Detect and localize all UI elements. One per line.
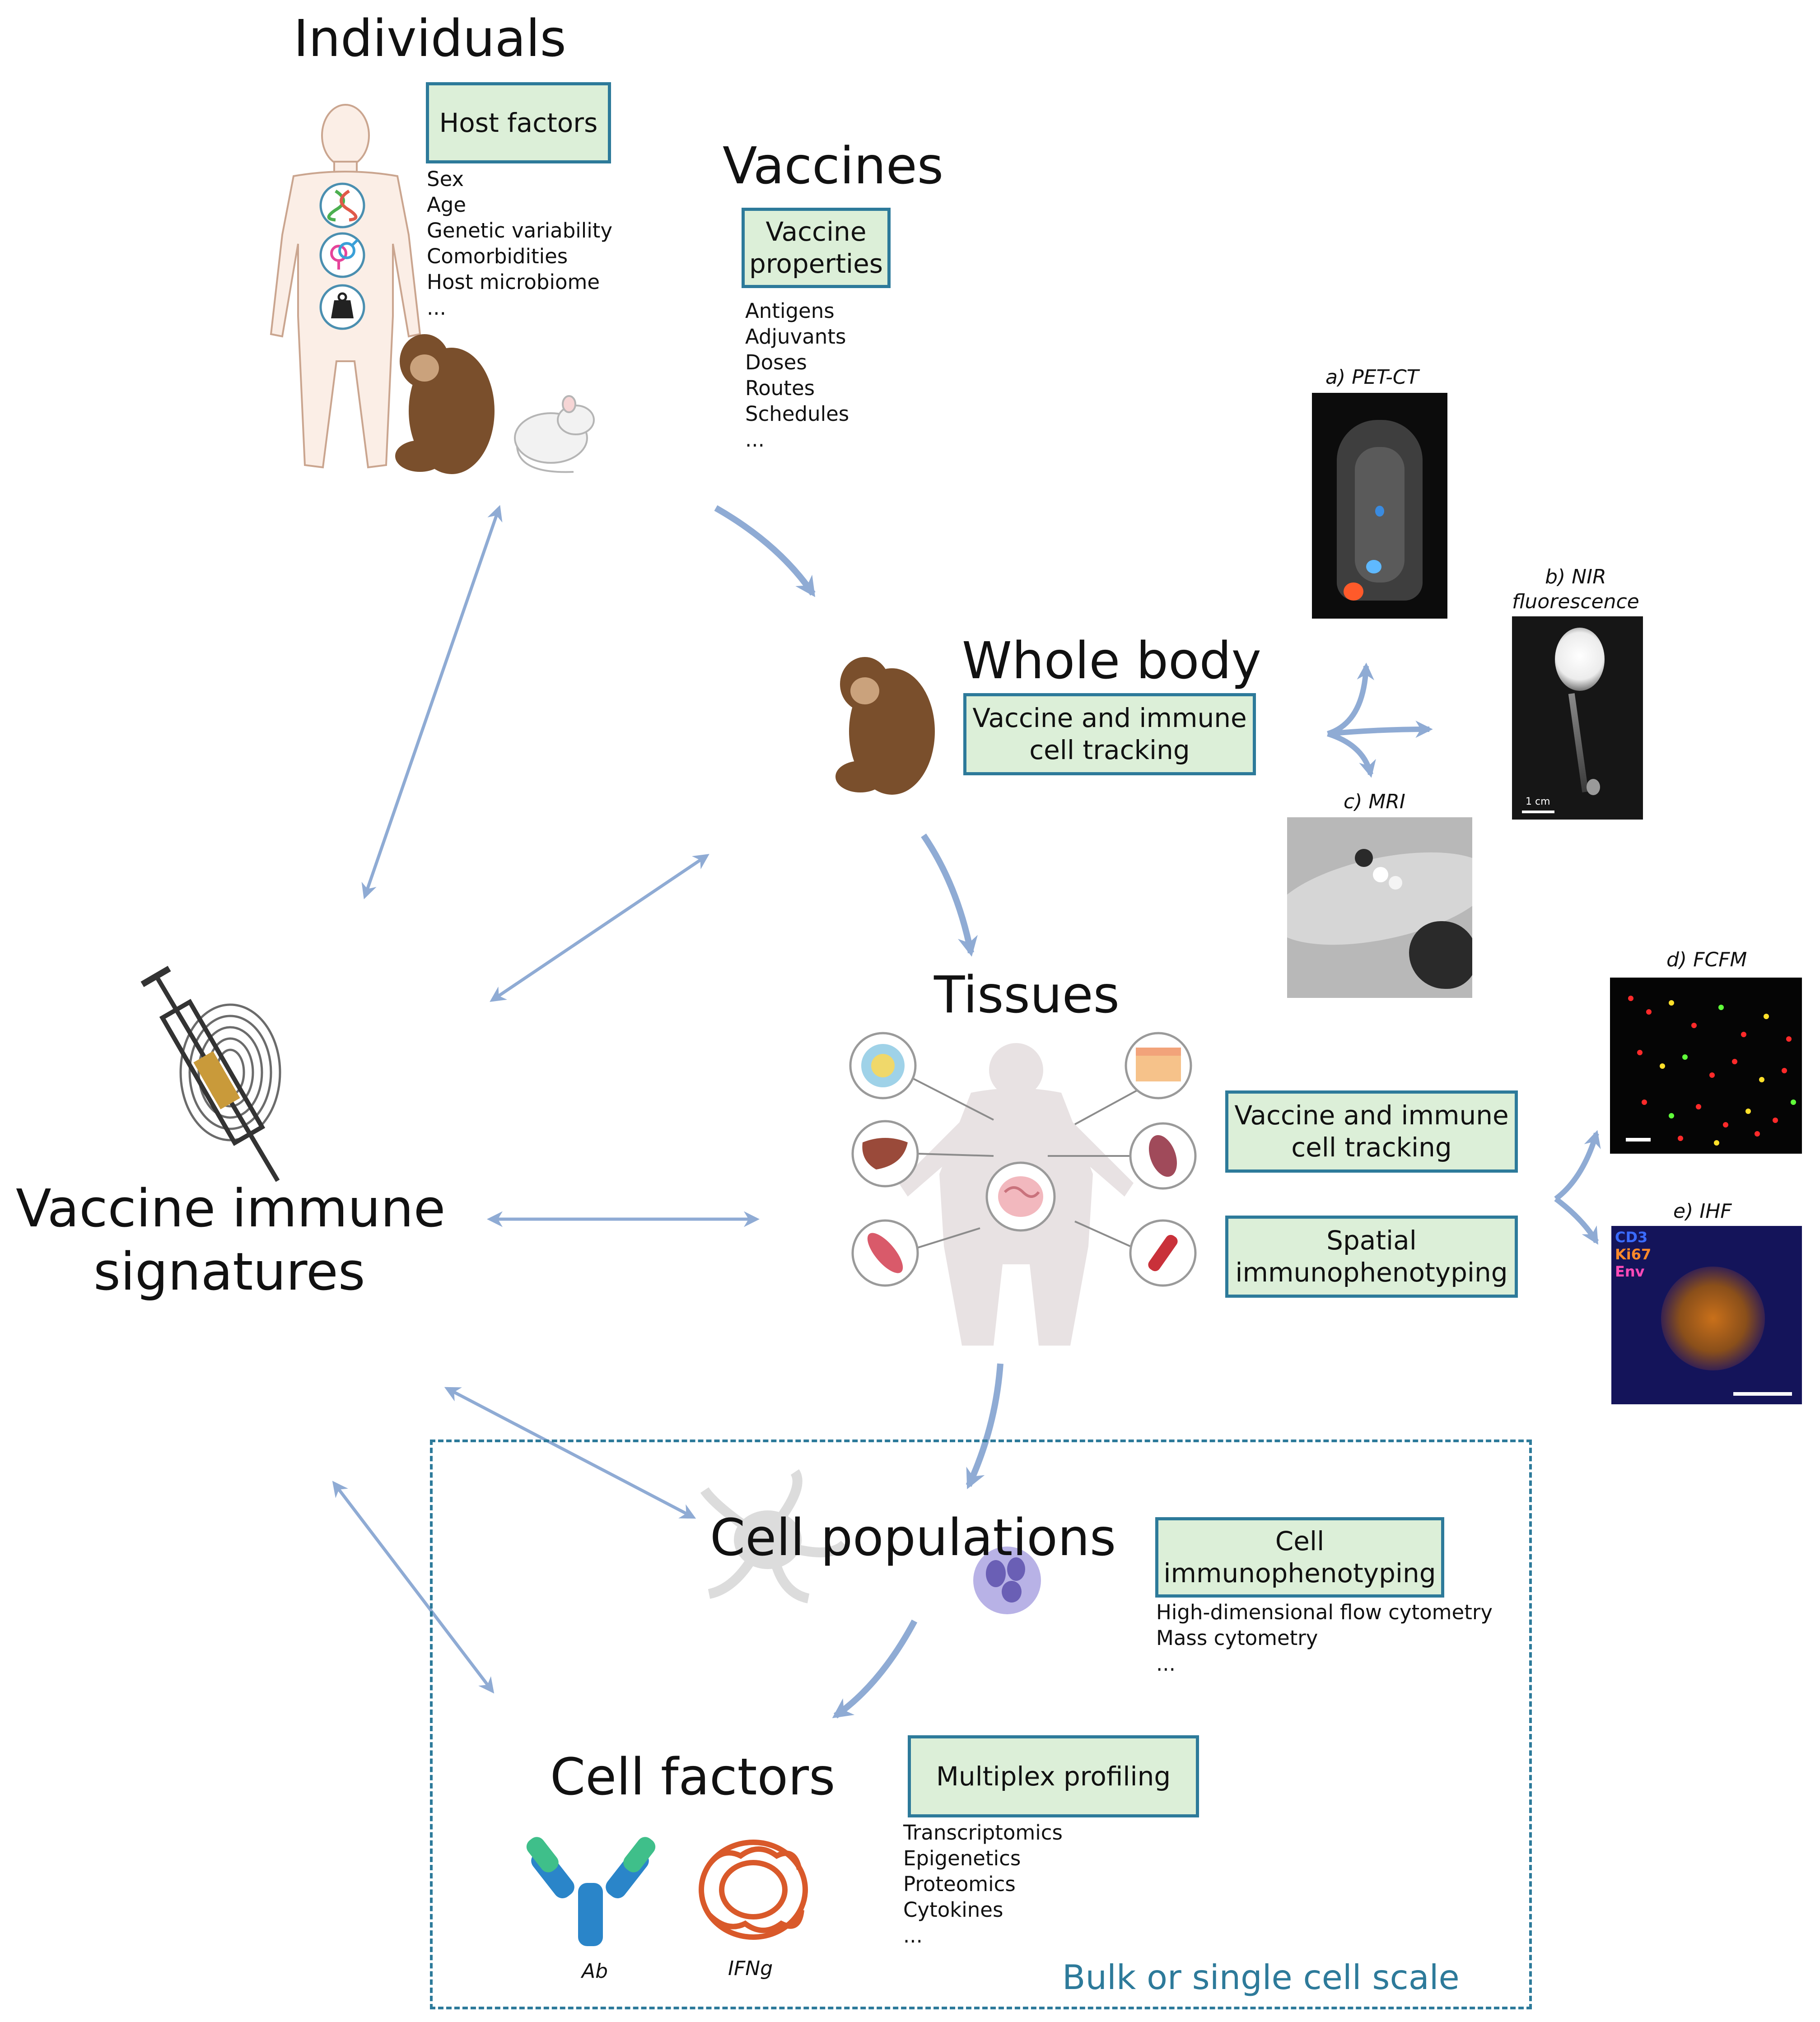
profiling-item: Cytokines [903, 1898, 1003, 1922]
cell-method-item: Mass cytometry [1156, 1626, 1318, 1650]
cell-immunophenotyping-box: Cell immunophenotyping [1155, 1517, 1444, 1598]
bulk-single-cell-region [430, 1440, 1532, 2009]
nir-caption-line2: fluorescence [1512, 590, 1639, 613]
chimpanzee-illustration [395, 334, 495, 474]
signatures-title-line2: signatures [93, 1242, 365, 1302]
intestine-icon [985, 1161, 1056, 1232]
arrow-cellpop-signatures [444, 1387, 696, 1519]
nir-scale-bar [1522, 811, 1554, 813]
dendritic-cell-illustration [700, 1469, 848, 1603]
ihf-legend: CD3 Ki67 Env [1615, 1229, 1651, 1280]
petct-caption: a) PET-CT [1325, 366, 1419, 389]
ihf-legend-env: Env [1615, 1263, 1645, 1280]
nir-scale-label: 1 cm [1526, 796, 1550, 807]
vaccine-property-item: Adjuvants [745, 325, 846, 349]
arrow-tissues-cellpop [966, 1363, 1003, 1490]
arrow-cellpop-cellfactors [832, 1619, 918, 1719]
arrow-fork-fcfm [1554, 1130, 1601, 1201]
dna-icon [319, 182, 365, 228]
multiplex-profiling-list: Transcriptomics Epigenetics Proteomics C… [903, 1820, 1063, 1948]
whole-body-title: Whole body [962, 632, 1261, 690]
antibody-illustration [526, 1837, 656, 1946]
cell-method-item: High-dimensional flow cytometry [1156, 1600, 1493, 1624]
host-factor-item: ... [427, 296, 446, 320]
host-factor-item: Genetic variability [427, 219, 613, 242]
bulk-single-cell-label: Bulk or single cell scale [1062, 1957, 1460, 1997]
host-factor-item: Sex [427, 167, 464, 191]
arrow-fork-ihf [1554, 1197, 1599, 1245]
weight-icon [319, 284, 365, 330]
arrow-fork-mri [1327, 731, 1376, 778]
nir-caption: b) NIR fluorescence [1512, 564, 1639, 614]
fcfm-caption: d) FCFM [1666, 948, 1747, 971]
vaccine-property-item: Schedules [745, 402, 849, 426]
cell-populations-title: Cell populations [710, 1509, 1116, 1567]
fcfm-scale-bar [1626, 1138, 1651, 1141]
profiling-item: Transcriptomics [903, 1821, 1063, 1845]
ihf-scale-bar [1733, 1392, 1792, 1396]
host-factors-box: Host factors [426, 82, 611, 163]
whole-body-tracking-box: Vaccine and immune cell tracking [963, 693, 1256, 775]
arrow-vaccines-wholebody [714, 505, 816, 597]
tissues-title: Tissues [934, 966, 1120, 1025]
ifng-protein-illustration [699, 1840, 808, 1940]
host-factor-item: Host microbiome [427, 270, 600, 294]
arrow-fork-petct [1327, 662, 1374, 736]
arrow-fork-nir [1327, 720, 1433, 738]
multiplex-profiling-box: Multiplex profiling [908, 1735, 1199, 1817]
ihf-legend-cd3: CD3 [1615, 1229, 1648, 1246]
spatial-immunophenotyping-box: Spatial immunophenotyping [1225, 1216, 1518, 1298]
vaccine-property-item: Antigens [745, 299, 835, 323]
vaccine-property-item: ... [745, 428, 765, 452]
nir-caption-line1: b) NIR [1545, 565, 1606, 588]
arrow-individuals-signatures [361, 505, 503, 899]
antibody-label: Ab [582, 1960, 608, 1983]
cell-factors-title: Cell factors [550, 1748, 835, 1807]
ifng-label: IFNg [728, 1957, 773, 1980]
neutrophil-illustration [973, 1547, 1041, 1614]
mri-caption: c) MRI [1344, 790, 1405, 813]
profiling-item: Proteomics [903, 1872, 1016, 1896]
arrow-cellfactors-signatures [332, 1481, 495, 1694]
lymph-node-icon [849, 1032, 917, 1100]
liver-icon [851, 1120, 919, 1188]
arrow-wholebody-tissues [921, 834, 978, 957]
chimpanzee-wholebody-illustration [835, 657, 935, 795]
profiling-item: ... [903, 1924, 923, 1947]
arrow-wholebody-signatures [490, 854, 709, 1002]
ihf-caption: e) IHF [1673, 1200, 1732, 1223]
ihf-legend-ki67: Ki67 [1615, 1246, 1652, 1263]
blood-tube-icon [1129, 1219, 1197, 1287]
skin-icon [1125, 1032, 1192, 1100]
tissues-tracking-box: Vaccine and immune cell tracking [1225, 1090, 1518, 1173]
nir-image: 1 cm [1512, 616, 1643, 820]
muscle-icon [851, 1219, 919, 1287]
profiling-item: Epigenetics [903, 1846, 1021, 1870]
vaccine-property-item: Routes [745, 376, 815, 400]
host-factor-item: Age [427, 193, 467, 217]
cell-method-item: ... [1156, 1652, 1176, 1676]
spleen-icon [1129, 1122, 1197, 1190]
fcfm-image [1610, 978, 1802, 1154]
petct-image [1312, 393, 1447, 619]
vaccine-properties-list: Antigens Adjuvants Doses Routes Schedule… [745, 298, 849, 452]
signatures-title-line1: Vaccine immune [16, 1179, 446, 1239]
mouse-illustration [514, 395, 595, 473]
ihf-image: CD3 Ki67 Env [1611, 1226, 1802, 1404]
cell-immunophenotyping-list: High-dimensional flow cytometry Mass cyt… [1156, 1599, 1493, 1677]
host-factors-list: Sex Age Genetic variability Comorbiditie… [427, 166, 612, 321]
vaccine-properties-box: Vaccine properties [742, 208, 891, 288]
syringe-illustration [140, 965, 280, 1182]
vaccine-property-item: Doses [745, 350, 807, 374]
vaccines-title: Vaccines [723, 137, 944, 196]
mri-image [1287, 817, 1472, 998]
gender-icon [319, 232, 365, 278]
individuals-title: Individuals [294, 9, 566, 68]
host-factor-item: Comorbidities [427, 244, 568, 268]
